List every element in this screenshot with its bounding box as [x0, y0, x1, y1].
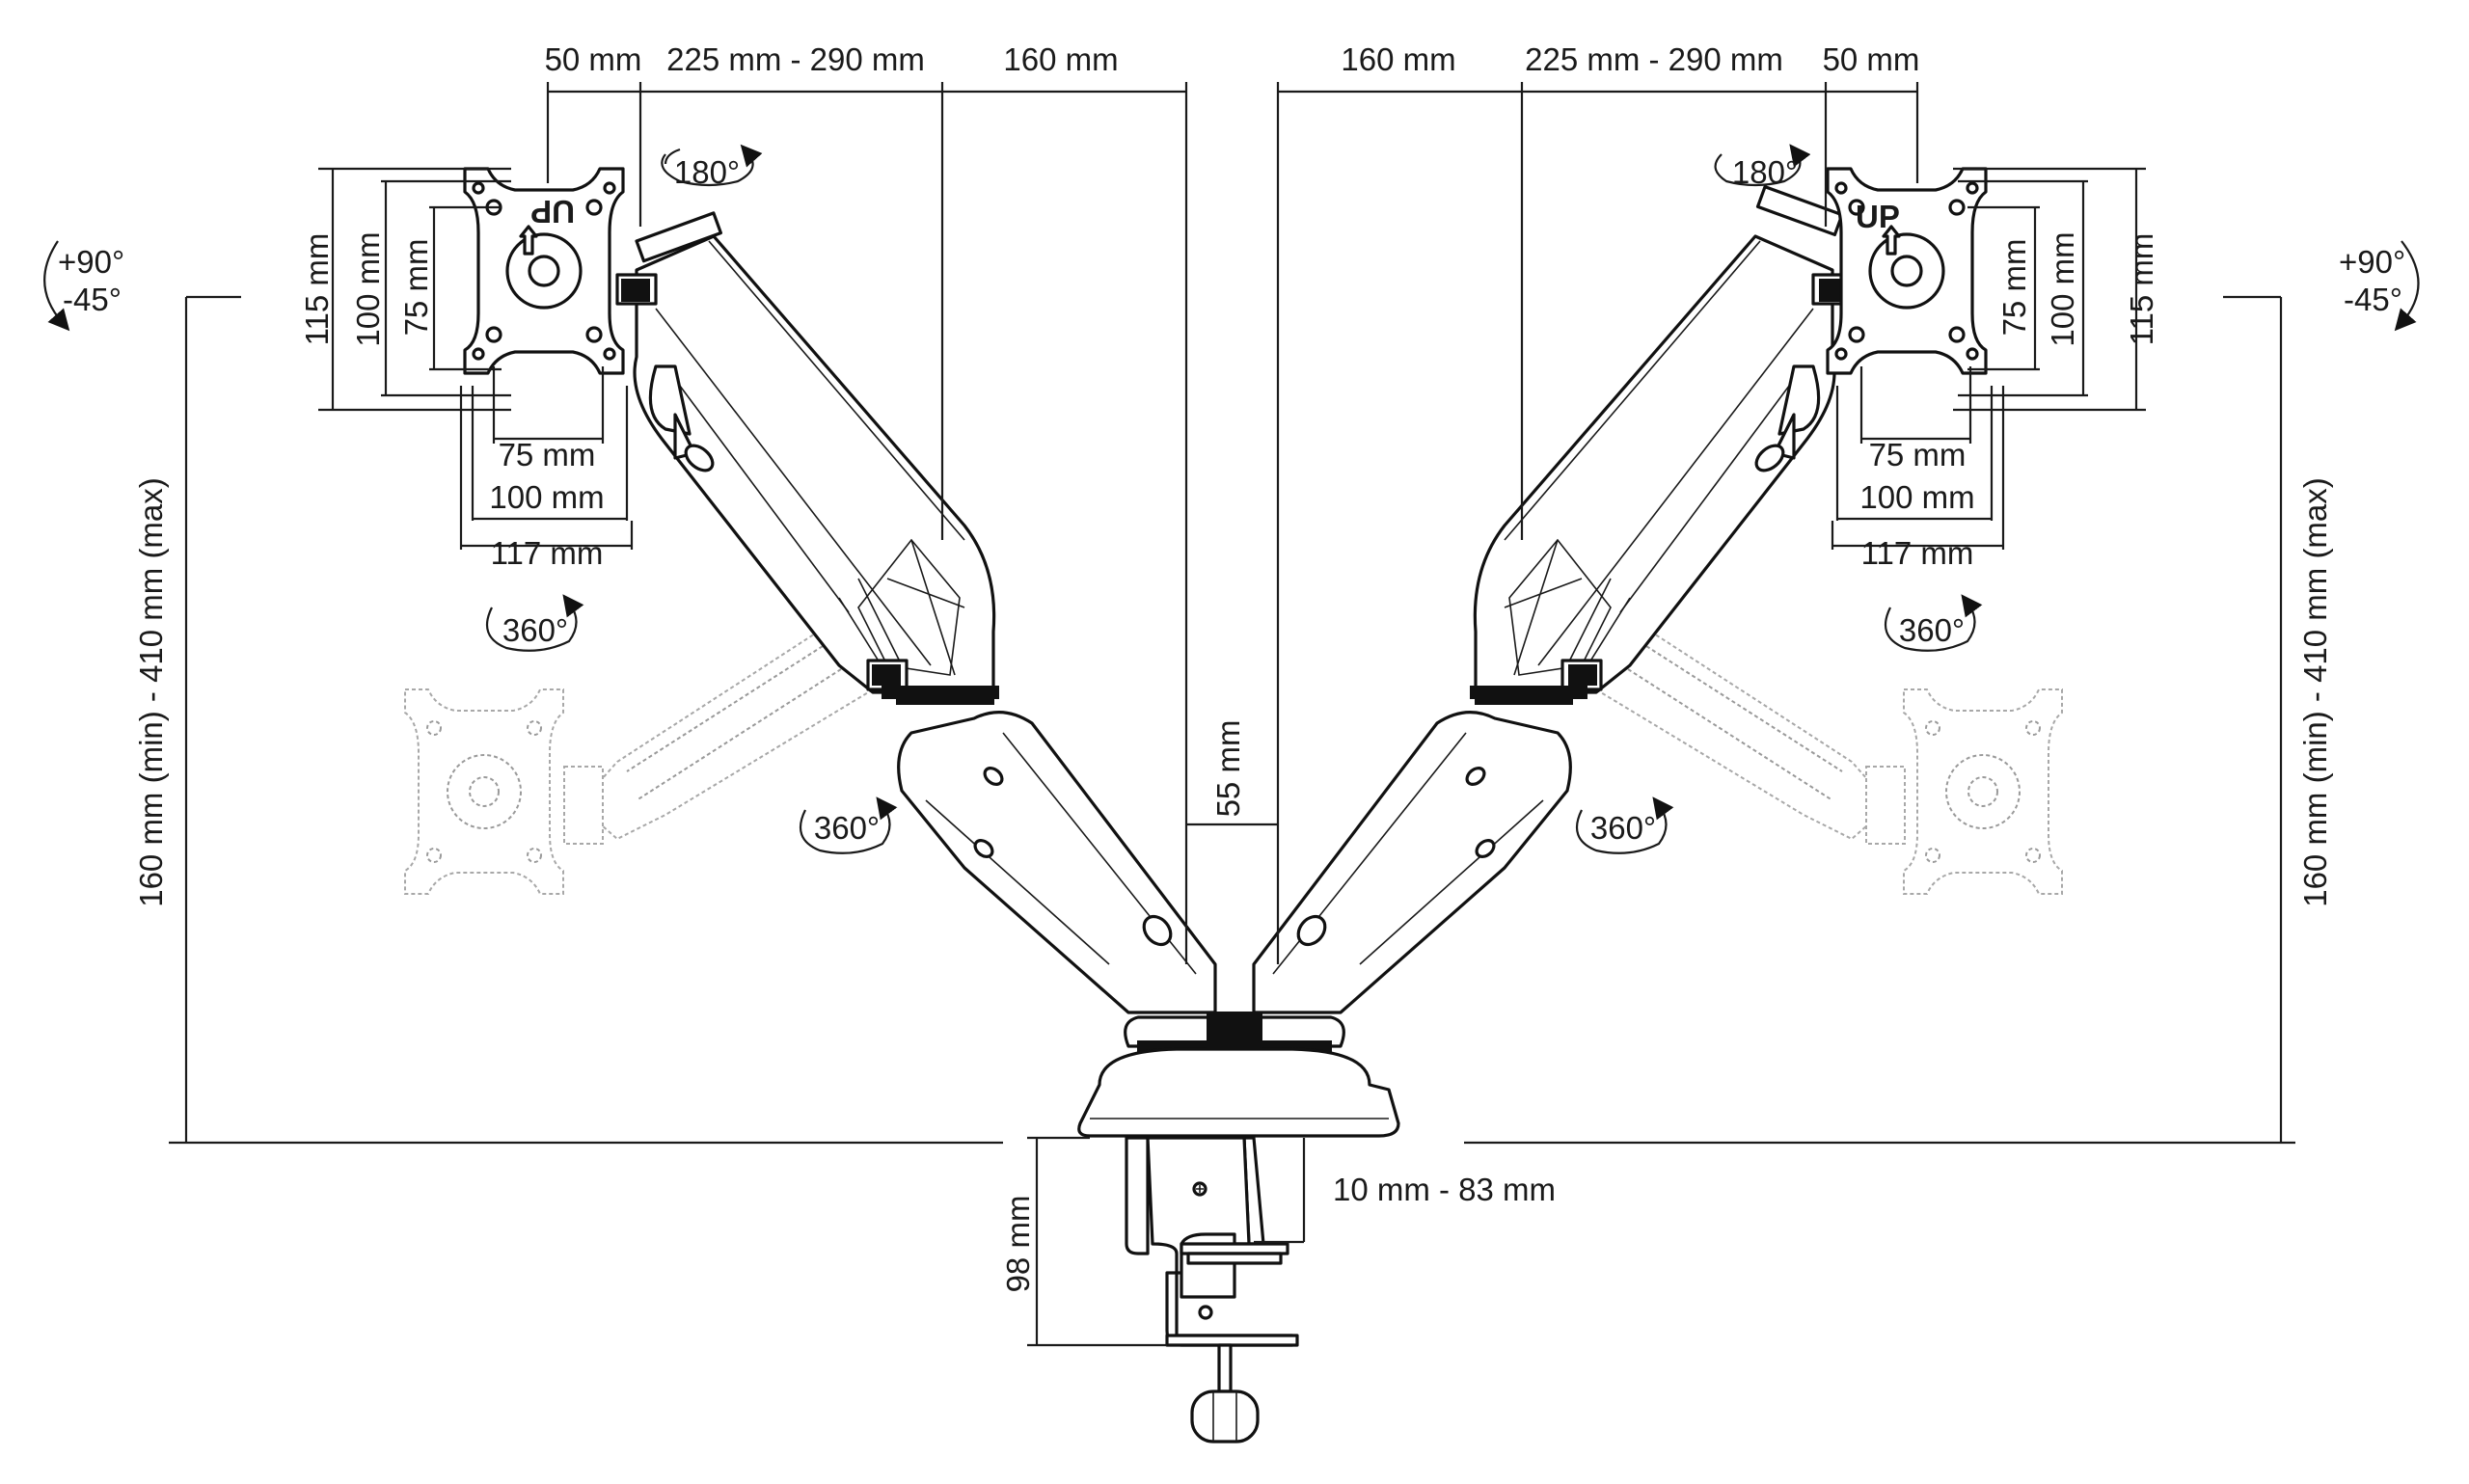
vesa-plate-right: UP — [1826, 167, 1988, 375]
dimension-lines — [169, 82, 2295, 1347]
label-50mm-left: 50 mm — [545, 41, 642, 77]
desk-clamp — [1125, 1136, 1299, 1444]
vesa-plate-left: UP — [463, 167, 625, 375]
svg-text:-45°: -45° — [2344, 282, 2402, 317]
label-height-range-right: 160 mm (min) - 410 mm (max) — [2297, 477, 2333, 907]
lower-arm-right — [1252, 691, 1573, 1014]
label-98mm: 98 mm — [1000, 1196, 1036, 1293]
label-height-range-left: 160 mm (min) - 410 mm (max) — [133, 477, 169, 907]
label-100mm-right-v: 100 mm — [2045, 231, 2080, 346]
svg-text:UP: UP — [1856, 199, 1900, 234]
label-75mm-right-v: 75 mm — [1996, 239, 2032, 337]
rotation-indicators: 180° 180° 360° 360° 360° 360° +90° -45° … — [43, 144, 2420, 854]
lower-arm-left — [896, 691, 1217, 1014]
desk-base — [1077, 1012, 1400, 1138]
label-117mm-right: 117 mm — [1861, 535, 1974, 571]
label-160mm-right: 160 mm — [1341, 41, 1455, 77]
svg-text:360°: 360° — [1899, 612, 1965, 648]
label-115mm-left: 115 mm — [299, 233, 335, 346]
svg-text:+90°: +90° — [2339, 244, 2405, 280]
svg-text:360°: 360° — [814, 810, 880, 846]
ghost-arm-right — [1560, 591, 2063, 895]
upper-arm-right — [1470, 185, 1854, 699]
svg-text:UP: UP — [530, 194, 575, 229]
label-75mm-left-h: 75 mm — [499, 437, 596, 472]
svg-text:+90°: +90° — [58, 244, 124, 280]
label-117mm-left: 117 mm — [491, 535, 604, 571]
svg-text:180°: 180° — [674, 154, 740, 190]
upper-arm-left — [615, 211, 999, 699]
label-115mm-right: 115 mm — [2124, 233, 2159, 346]
label-100mm-right-h: 100 mm — [1859, 479, 1974, 515]
svg-text:360°: 360° — [1590, 810, 1656, 846]
label-100mm-left-h: 100 mm — [489, 479, 604, 515]
label-160mm-left: 160 mm — [1003, 41, 1118, 77]
label-desk-thickness: 10 mm - 83 mm — [1333, 1172, 1556, 1207]
svg-text:180°: 180° — [1732, 154, 1798, 190]
label-75mm-right-h: 75 mm — [1869, 437, 1967, 472]
svg-text:360°: 360° — [502, 612, 568, 648]
label-100mm-left-v: 100 mm — [350, 231, 386, 346]
label-arm-range-right: 225 mm - 290 mm — [1525, 41, 1783, 77]
dimension-labels: 50 mm 225 mm - 290 mm 160 mm 160 mm 225 … — [133, 41, 2333, 1292]
svg-text:-45°: -45° — [63, 282, 122, 317]
label-75mm-left-v: 75 mm — [398, 239, 434, 337]
label-arm-range-left: 225 mm - 290 mm — [666, 41, 925, 77]
label-50mm-right: 50 mm — [1823, 41, 1920, 77]
label-55mm: 55 mm — [1210, 720, 1246, 818]
